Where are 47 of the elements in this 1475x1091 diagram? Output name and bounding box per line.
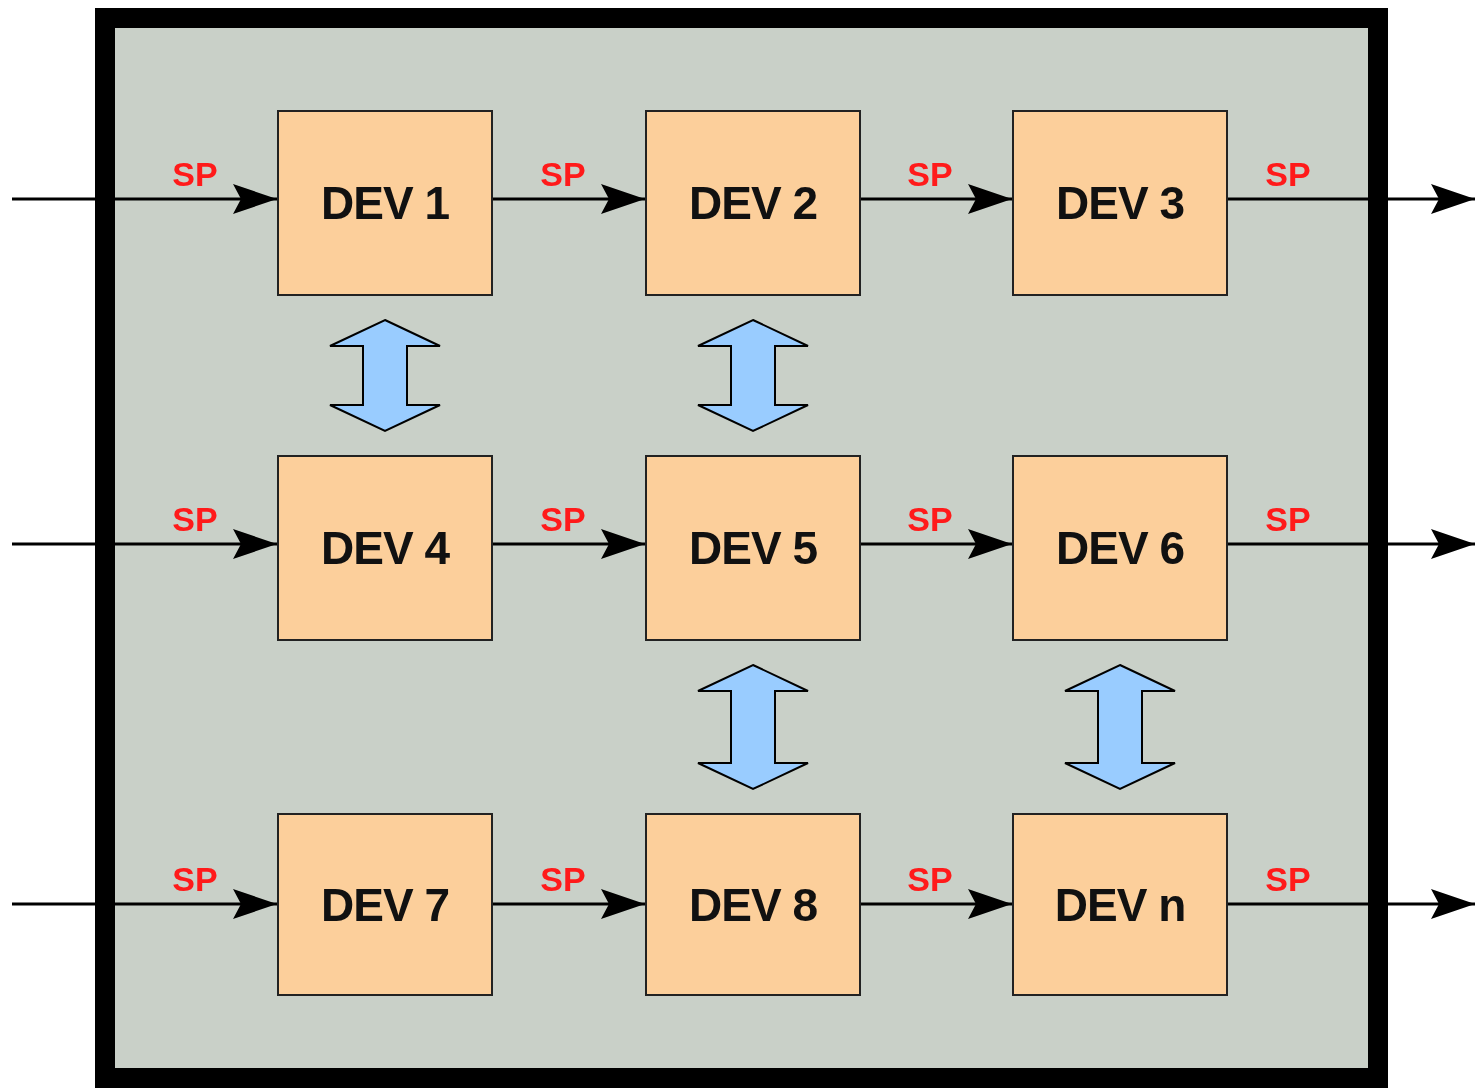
device-label: DEV 8	[689, 877, 817, 932]
device-box	[645, 110, 861, 296]
device-label: DEV 4	[321, 521, 449, 575]
double-arrow	[697, 318, 809, 433]
device-box	[277, 813, 493, 996]
edge-label: SP	[540, 157, 586, 191]
arrow	[861, 889, 1012, 919]
edge-label: SP	[907, 157, 953, 191]
edge-label: SP	[1265, 862, 1311, 896]
device-label: DEV n	[1054, 877, 1186, 932]
edge-label: SP	[172, 862, 218, 896]
arrow	[12, 529, 277, 559]
arrow	[861, 529, 1012, 559]
arrow	[1228, 184, 1475, 214]
device-label: DEV 6	[1056, 521, 1184, 575]
device-box	[1012, 813, 1228, 996]
double-arrow	[329, 318, 441, 433]
arrow	[1228, 889, 1475, 919]
edge-label: SP	[540, 502, 586, 536]
arrow	[1228, 529, 1475, 559]
device-box	[645, 813, 861, 996]
arrow	[493, 529, 645, 559]
edge-label: SP	[907, 862, 953, 896]
device-box	[1012, 455, 1228, 641]
device-box	[277, 455, 493, 641]
arrow	[861, 184, 1012, 214]
arrow	[12, 184, 277, 214]
edge-label: SP	[540, 862, 586, 896]
arrow	[493, 889, 645, 919]
edge-label: SP	[1265, 502, 1311, 536]
device-label: DEV 3	[1056, 176, 1184, 230]
edge-label: SP	[907, 502, 953, 536]
edge-label: SP	[172, 157, 218, 191]
double-arrow	[697, 663, 809, 791]
device-label: DEV 7	[321, 877, 449, 932]
device-box	[1012, 110, 1228, 296]
device-label: DEV 5	[689, 521, 817, 575]
double-arrow	[1064, 663, 1176, 791]
arrow	[12, 889, 277, 919]
edge-label: SP	[172, 502, 218, 536]
enclosure-box	[95, 8, 1388, 1088]
device-label: DEV 2	[689, 176, 817, 230]
device-box	[277, 110, 493, 296]
edge-label: SP	[1265, 157, 1311, 191]
arrow	[493, 184, 645, 214]
device-label: DEV 1	[321, 176, 449, 230]
device-box	[645, 455, 861, 641]
